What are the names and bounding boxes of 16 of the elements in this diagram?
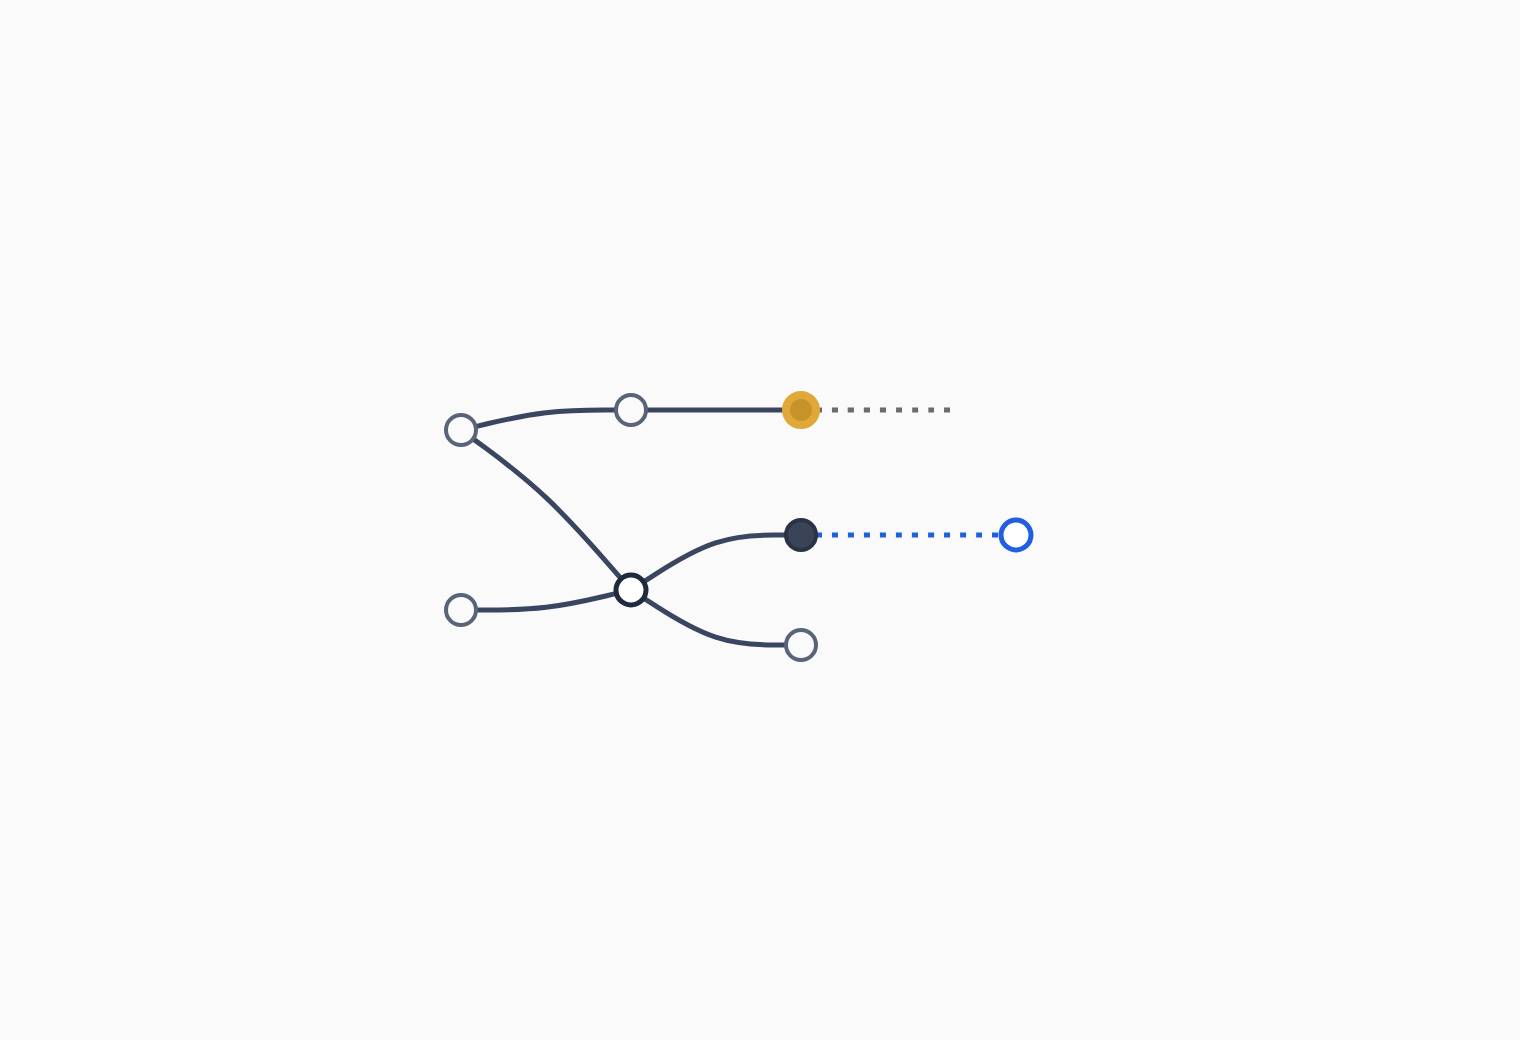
connector <box>470 436 623 581</box>
connector <box>641 532 785 584</box>
connector <box>475 591 616 613</box>
node-circle <box>613 393 647 427</box>
node-circle <box>443 413 477 447</box>
node-circle <box>997 517 1033 553</box>
node-circle <box>781 391 819 429</box>
node-circle <box>443 593 477 627</box>
connector <box>815 532 1000 538</box>
node-circle <box>612 572 648 608</box>
connector <box>474 407 615 429</box>
node-circle <box>783 628 817 662</box>
node-circle <box>783 518 817 552</box>
connector <box>645 407 785 413</box>
connector <box>815 407 955 413</box>
connector <box>641 596 785 648</box>
